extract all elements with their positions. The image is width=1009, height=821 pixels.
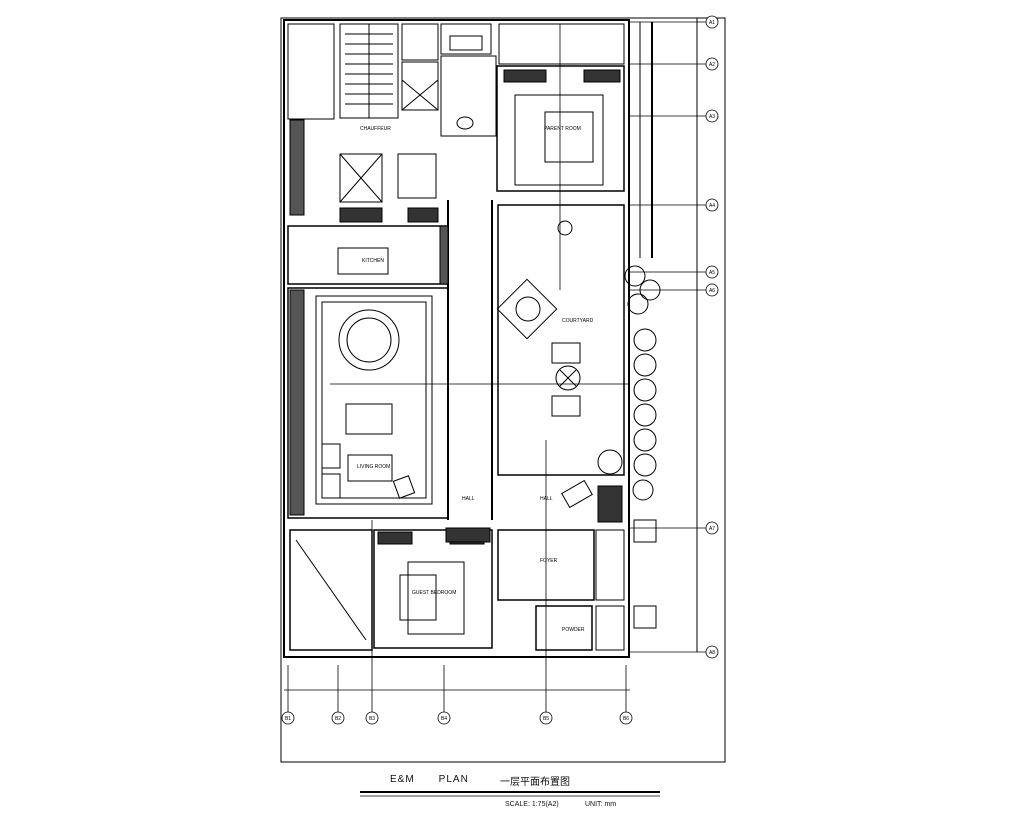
grid-bubble-B3: B3 [365, 711, 379, 725]
guest-bedroom [373, 529, 493, 649]
landscape-trees [597, 265, 661, 501]
grid-bubble-B4: B4 [437, 711, 451, 725]
parent-room [496, 65, 625, 192]
grid-bubble-A4: A4 [705, 198, 719, 212]
guest-bed [399, 574, 437, 621]
grid-bubble-A5: A5 [705, 265, 719, 279]
svg-text:B4: B4 [441, 716, 447, 722]
grid-bubble-A3: A3 [705, 109, 719, 123]
sheet-frame [280, 17, 726, 763]
grid-bubble-B2: B2 [331, 711, 345, 725]
label-hall-a: HALL [462, 496, 475, 502]
svg-text:B6: B6 [623, 716, 629, 722]
grid-bubble-A8: A8 [705, 645, 719, 659]
drawing-title-cn: 一层平面布置图 [500, 777, 570, 788]
storage-room [287, 23, 335, 120]
svg-text:A1: A1 [709, 20, 715, 26]
label-living: LIVING ROOM [357, 464, 390, 470]
grid-bubble-A2: A2 [705, 57, 719, 71]
stair-treads [345, 24, 393, 118]
svg-text:A7: A7 [709, 526, 715, 532]
grid-bubble-B5: B5 [539, 711, 553, 725]
svg-text:A5: A5 [709, 270, 715, 276]
svg-text:A8: A8 [709, 650, 715, 656]
svg-text:A4: A4 [709, 203, 715, 209]
title-left: E&M [390, 774, 415, 785]
svg-text:A3: A3 [709, 114, 715, 120]
grid-bubble-B6: B6 [619, 711, 633, 725]
grid-bubble-A7: A7 [705, 521, 719, 535]
kitchen [287, 225, 449, 285]
courtyard [497, 204, 625, 476]
drawing-scale: SCALE: 1:75(A2) [505, 801, 559, 808]
label-parent: PARENT ROOM [544, 126, 581, 132]
outer-wall [283, 19, 630, 658]
grid-bubble-B1: B1 [281, 711, 295, 725]
label-powder: POWDER [562, 627, 585, 633]
label-courtyard: COURTYARD [562, 318, 594, 324]
grid-bubbles-bottom: B1 B2 B3 B4 B5 B6 [281, 711, 633, 725]
drawing-title: E&M PLAN [390, 774, 493, 785]
label-hall-b: HALL [540, 496, 553, 502]
drawing-unit: UNIT: mm [585, 801, 617, 808]
courtyard-table [555, 365, 581, 391]
svg-text:B3: B3 [369, 716, 375, 722]
powder-room [535, 605, 593, 651]
svg-text:B2: B2 [335, 716, 341, 722]
title-mid: PLAN [438, 774, 469, 785]
grid-bubble-A6: A6 [705, 283, 719, 297]
bed [544, 111, 594, 163]
svg-text:A2: A2 [709, 62, 715, 68]
grid-bubble-A1: A1 [705, 15, 719, 29]
kitchen-island [337, 247, 389, 275]
svg-text:B5: B5 [543, 716, 549, 722]
label-foyer: FOYER [540, 558, 558, 564]
label-guest: GUEST BEDROOM [412, 590, 456, 596]
lift [339, 153, 383, 203]
label-chauffeur: CHAUFFEUR [360, 126, 391, 132]
grid-lines [284, 21, 708, 720]
dining-table [346, 317, 392, 363]
svg-text:B1: B1 [285, 716, 291, 722]
label-kitchen: KITCHEN [362, 258, 384, 264]
svg-text:A6: A6 [709, 288, 715, 294]
dining-living [287, 287, 449, 519]
